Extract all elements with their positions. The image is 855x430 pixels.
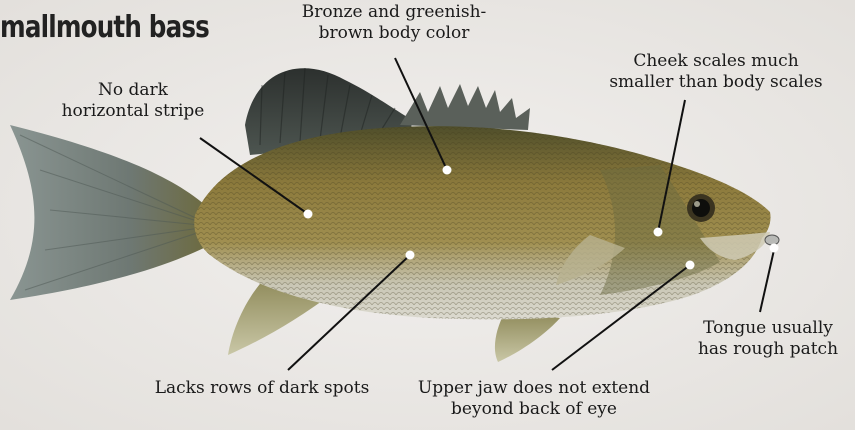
tail-fin: [10, 125, 210, 300]
label-stripe-line1: No dark: [45, 80, 221, 101]
label-tongue: Tongue usually has rough patch: [683, 318, 853, 360]
label-tongue-line2: has rough patch: [683, 339, 853, 360]
label-stripe-line2: horizontal stripe: [45, 101, 221, 122]
label-cheek-line2: smaller than body scales: [593, 72, 839, 93]
label-body-color-line2: brown body color: [288, 23, 500, 44]
tongue-tip: [765, 235, 779, 245]
label-body-color-line1: Bronze and greenish-: [288, 2, 500, 23]
label-stripe: No dark horizontal stripe: [45, 80, 221, 122]
page-title: mallmouth bass: [0, 10, 209, 45]
label-spots-line1: Lacks rows of dark spots: [138, 378, 386, 399]
label-tongue-line1: Tongue usually: [683, 318, 853, 339]
label-jaw: Upper jaw does not extend beyond back of…: [400, 378, 668, 420]
label-cheek: Cheek scales much smaller than body scal…: [593, 51, 839, 93]
label-jaw-line2: beyond back of eye: [400, 399, 668, 420]
anal-fin: [495, 312, 560, 362]
dorsal-fin-soft: [400, 84, 530, 130]
label-jaw-line1: Upper jaw does not extend: [400, 378, 668, 399]
label-cheek-line1: Cheek scales much: [593, 51, 839, 72]
label-spots: Lacks rows of dark spots: [138, 378, 386, 399]
label-body-color: Bronze and greenish- brown body color: [288, 2, 500, 44]
leader-tongue: [760, 250, 774, 312]
